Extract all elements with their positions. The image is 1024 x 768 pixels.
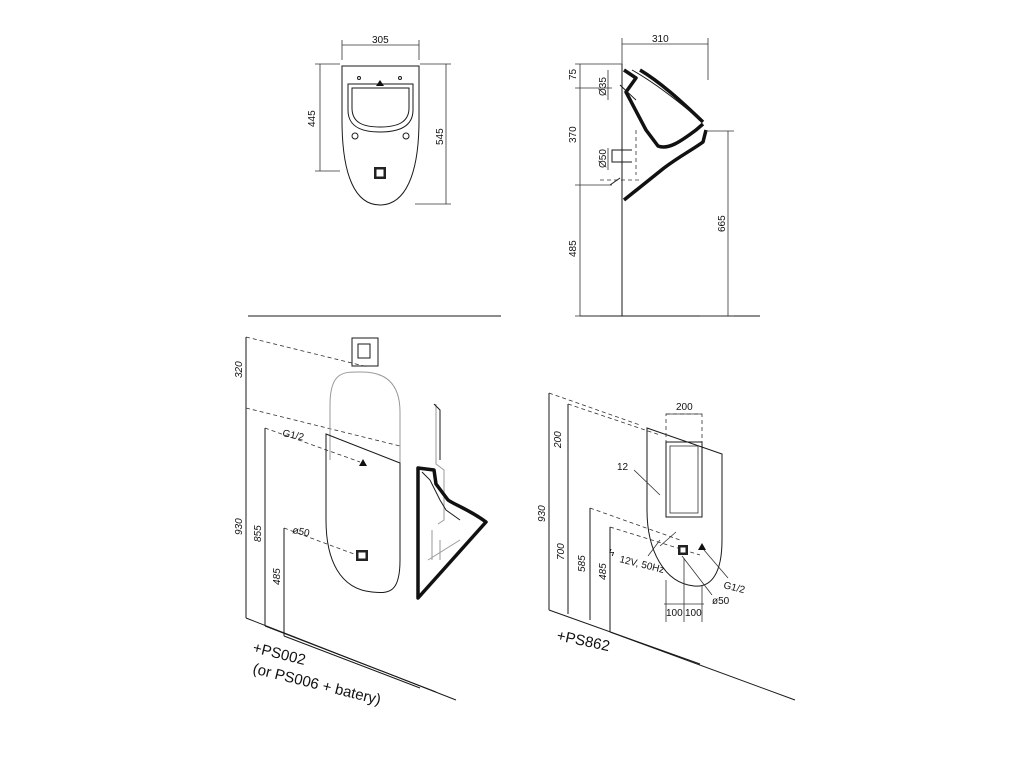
dim-iso-l-320: 320 <box>234 361 245 378</box>
dim-front-height-left: 445 <box>307 110 318 127</box>
label-iso-r-power: 12V, 50Hz <box>618 554 665 576</box>
dim-side-rim-height: 665 <box>717 215 728 232</box>
label-iso-l-o50: ø50 <box>291 525 311 539</box>
dim-iso-r-700: 700 <box>556 543 567 560</box>
dim-iso-l-855: 855 <box>253 525 264 542</box>
urinal-side-section <box>623 68 705 149</box>
label-ps006: (or PS006 + batery) <box>251 660 383 708</box>
dim-iso-r-930: 930 <box>537 505 548 522</box>
inlet-icon <box>376 80 384 86</box>
dim-side-outlet-diameter: Ø50 <box>598 149 609 168</box>
dim-iso-l-485: 485 <box>272 568 283 585</box>
urinal-iso-left-section <box>416 466 488 600</box>
dim-iso-r-100-right: 100 <box>685 608 702 619</box>
lightning-icon: ϟ <box>609 548 615 559</box>
dim-side-depth: 310 <box>652 34 669 45</box>
front-view: 305 445 545 <box>307 35 451 206</box>
dim-iso-r-100-left: 100 <box>666 608 683 619</box>
inlet-iso-r-icon <box>698 543 706 550</box>
urinal-front-outline <box>341 65 420 206</box>
dim-iso-r-top-width: 200 <box>676 402 693 413</box>
flush-panel <box>351 337 379 367</box>
dim-side-top-offset: 75 <box>568 68 579 80</box>
inlet-iso-l-icon <box>359 459 367 466</box>
iso-view-ps862: 200 930 700 585 485 200 12 G1/2 ø50 12V,… <box>537 392 796 701</box>
label-ps862: +PS862 <box>555 627 611 655</box>
dim-side-outlet-height: 485 <box>568 240 579 257</box>
label-iso-l-g12: G1/2 <box>281 428 305 443</box>
dim-iso-r-200: 200 <box>553 431 564 449</box>
dim-iso-l-930: 930 <box>234 518 245 535</box>
iso-view-ps002: 320 930 855 485 G1/2 ø50 +PS002 (or PS00… <box>234 336 488 709</box>
side-view: 310 75 370 485 Ø35 Ø50 665 <box>568 34 760 317</box>
urinal-iso-left <box>325 433 401 594</box>
dim-side-inlet-to-outlet: 370 <box>568 126 579 143</box>
dim-front-width: 305 <box>372 35 389 46</box>
dim-iso-r-485: 485 <box>598 563 609 580</box>
label-iso-r-o50: ø50 <box>712 596 730 607</box>
dim-iso-r-585: 585 <box>577 555 588 572</box>
dim-front-height-right: 545 <box>435 128 446 145</box>
urinal-iso-right <box>646 427 723 587</box>
label-iso-r-12: 12 <box>617 462 629 473</box>
label-iso-r-g12: G1/2 <box>722 580 746 596</box>
dim-side-inlet-diameter: Ø35 <box>598 77 609 96</box>
